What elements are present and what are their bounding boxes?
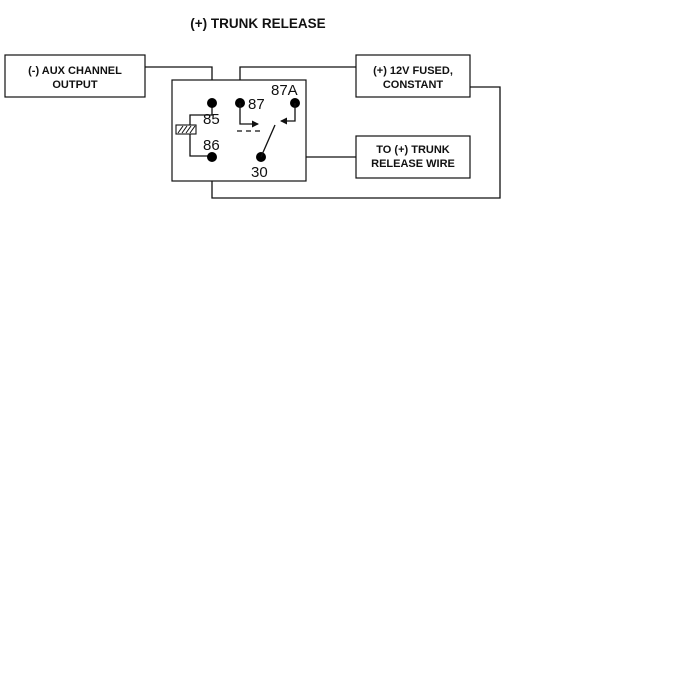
switch-blade [260,124,276,158]
aux-output-line1: (-) AUX CHANNEL [28,65,122,77]
aux-output-frame [4,54,146,98]
trunk-release-line2: RELEASE WIRE [371,158,455,170]
trunk-release-box: TO (+) TRUNK RELEASE WIRE [355,135,471,179]
power-source-box: (+) 12V FUSED, CONSTANT [355,54,471,98]
wire-12v-to-86 [211,86,501,199]
relay: 85 86 87 87A 30 [171,79,307,182]
power-source-line2: CONSTANT [383,79,444,91]
contact-87a-arrow [280,103,296,125]
terminal-86 [207,152,217,162]
power-source-line1: (+) 12V FUSED, [373,65,453,77]
pin-label-87: 87 [248,96,265,113]
pin-label-87a: 87A [271,82,298,99]
trunk-release-frame [355,135,471,179]
aux-output-line2: OUTPUT [52,79,98,91]
pin-label-86: 86 [203,137,220,154]
contact-87-arrow [239,103,259,128]
aux-output-box: (-) AUX CHANNEL OUTPUT [4,54,146,98]
diagram-title: (+) TRUNK RELEASE [190,16,325,31]
trunk-release-line1: TO (+) TRUNK [376,144,449,156]
power-source-frame [355,54,471,98]
relay-coil [175,124,197,135]
pin-label-30: 30 [251,164,268,181]
terminal-85 [207,98,217,108]
pin-label-85: 85 [203,111,220,128]
relay-coil-hatch [177,125,196,134]
